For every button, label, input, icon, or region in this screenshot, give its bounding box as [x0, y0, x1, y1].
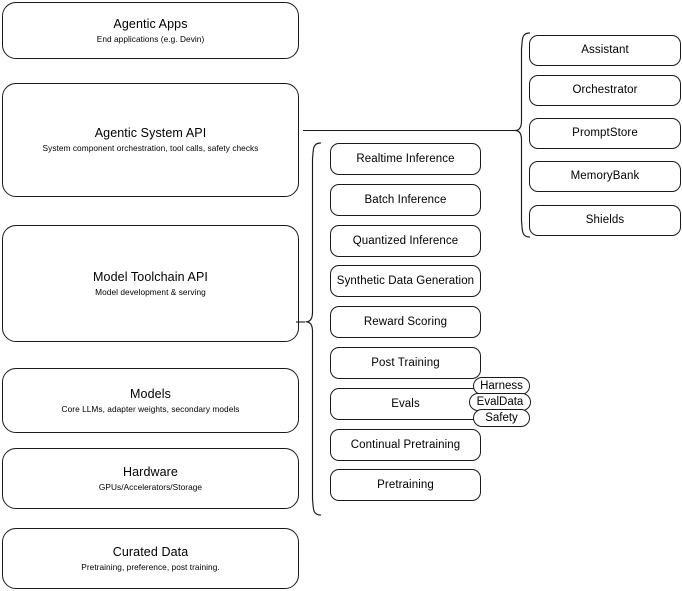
component-label: PromptStore	[572, 127, 638, 139]
component-label: Pretraining	[377, 478, 434, 491]
toolchain-component-quantized-inference[interactable]: Quantized Inference	[330, 225, 481, 257]
toolchain-component-continual-pretraining[interactable]: Continual Pretraining	[330, 429, 481, 461]
component-label: Realtime Inference	[356, 152, 455, 165]
layer-title: Curated Data	[112, 544, 189, 559]
toolchain-component-evals[interactable]: Evals	[330, 388, 481, 420]
layer-box-curated-data[interactable]: Curated Data Pretraining, preference, po…	[2, 528, 299, 589]
system-components-brace	[514, 32, 531, 238]
pill-label: Harness	[480, 380, 523, 392]
layer-subtitle: System component orchestration, tool cal…	[42, 143, 259, 153]
component-label: Quantized Inference	[352, 234, 459, 247]
layer-box-agentic-apps[interactable]: Agentic Apps End applications (e.g. Devi…	[2, 2, 299, 59]
component-label: MemoryBank	[570, 170, 640, 182]
system-component-memorybank[interactable]: MemoryBank	[529, 161, 681, 192]
component-label: Orchestrator	[572, 84, 638, 96]
layer-subtitle: Core LLMs, adapter weights, secondary mo…	[61, 403, 240, 414]
pill-label: Safety	[485, 412, 518, 424]
layer-subtitle: End applications (e.g. Devin)	[96, 33, 205, 44]
component-label: Reward Scoring	[363, 315, 448, 328]
component-label: Assistant	[581, 44, 629, 56]
layer-box-models[interactable]: Models Core LLMs, adapter weights, secon…	[2, 368, 299, 433]
layer-title: Model Toolchain API	[93, 269, 208, 284]
toolchain-component-reward-scoring[interactable]: Reward Scoring	[330, 306, 481, 338]
layer-box-hardware[interactable]: Hardware GPUs/Accelerators/Storage	[2, 448, 299, 509]
system-component-assistant[interactable]: Assistant	[529, 35, 681, 66]
toolchain-component-synthetic-data-generation[interactable]: Synthetic Data Generation	[330, 265, 481, 297]
toolchain-component-post-training[interactable]: Post Training	[330, 347, 481, 379]
layer-title: Hardware	[123, 464, 178, 479]
eval-pill-safety[interactable]: Safety	[473, 409, 530, 427]
toolchain-component-batch-inference[interactable]: Batch Inference	[330, 184, 481, 216]
toolchain-component-pretraining[interactable]: Pretraining	[330, 469, 481, 501]
toolchain-component-realtime-inference[interactable]: Realtime Inference	[330, 143, 481, 175]
component-label: Shields	[585, 214, 625, 226]
system-component-promptstore[interactable]: PromptStore	[529, 118, 681, 149]
layer-subtitle: Model development & serving	[95, 286, 206, 297]
layer-title: Models	[130, 386, 171, 401]
layer-box-model-toolchain-api[interactable]: Model Toolchain API Model development & …	[2, 225, 299, 342]
pill-label: EvalData	[476, 396, 524, 408]
layer-box-agentic-system-api[interactable]: Agentic System API System component orch…	[2, 83, 299, 197]
system-component-orchestrator[interactable]: Orchestrator	[529, 75, 681, 106]
component-label: Continual Pretraining	[350, 438, 461, 451]
system-component-shields[interactable]: Shields	[529, 205, 681, 236]
layer-subtitle: Pretraining, preference, post training.	[81, 561, 220, 572]
component-label: Post Training	[371, 356, 440, 369]
component-label: Batch Inference	[364, 193, 447, 206]
toolchain-components-brace	[305, 142, 322, 516]
layer-title: Agentic Apps	[113, 16, 188, 31]
component-label: Evals	[391, 397, 420, 410]
component-label: Synthetic Data Generation	[336, 274, 475, 287]
layer-subtitle: GPUs/Accelerators/Storage	[98, 481, 203, 492]
layer-title: Agentic System API	[94, 126, 207, 140]
